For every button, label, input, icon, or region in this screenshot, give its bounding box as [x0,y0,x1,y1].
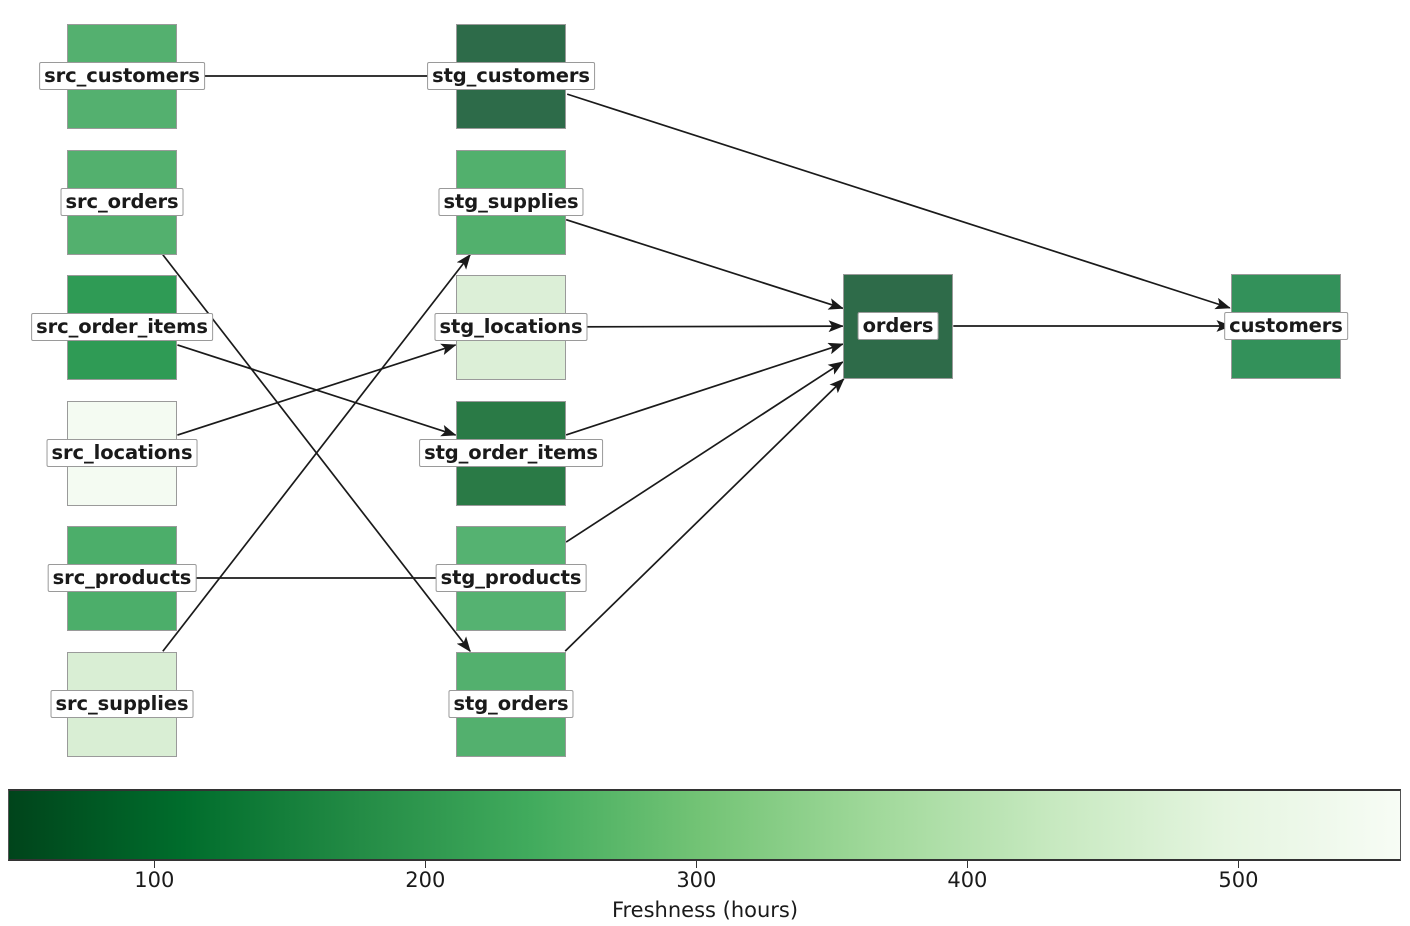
colorbar-tick-500 [1238,861,1240,868]
colorbar-tick-400 [967,861,969,868]
colorbar-axis-label: Freshness (hours) [611,898,799,922]
colorbar-tick-label-500: 500 [1218,868,1259,892]
node-label-src_order_items[interactable]: src_order_items [31,313,213,341]
edge-stg_orders-to-orders [564,378,845,652]
edge-stg_supplies-to-orders [565,218,844,310]
colorbar-tick-label-200: 200 [405,868,446,892]
node-label-stg_supplies[interactable]: stg_supplies [438,188,584,216]
node-label-stg_order_items[interactable]: stg_order_items [419,439,603,467]
node-label-stg_locations[interactable]: stg_locations [434,313,588,341]
node-label-src_locations[interactable]: src_locations [46,439,198,467]
edge-stg_order_items-to-orders [565,342,844,436]
node-label-src_products[interactable]: src_products [47,564,197,592]
node-label-orders[interactable]: orders [857,312,939,340]
edge-stg_products-to-orders [565,361,844,543]
node-label-stg_orders[interactable]: stg_orders [448,690,574,718]
colorbar-tick-300 [696,861,698,868]
edge-src_locations-to-stg_locations [177,343,457,436]
edge-src_order_items-to-stg_order_items [177,344,457,437]
node-label-customers[interactable]: customers [1224,312,1348,340]
colorbar-tick-200 [425,861,427,868]
node-label-src_supplies[interactable]: src_supplies [50,690,194,718]
edge-stg_locations-to-orders [566,320,844,333]
colorbar[interactable] [8,789,1401,861]
node-label-stg_products[interactable]: stg_products [435,564,587,592]
colorbar-gradient [9,791,1400,859]
colorbar-tick-label-300: 300 [676,868,717,892]
colorbar-tick-100 [154,861,156,868]
colorbar-tick-label-400: 400 [947,868,988,892]
node-label-src_customers[interactable]: src_customers [39,62,205,90]
node-label-stg_customers[interactable]: stg_customers [427,62,595,90]
node-label-src_orders[interactable]: src_orders [60,188,184,216]
colorbar-tick-label-100: 100 [134,868,175,892]
